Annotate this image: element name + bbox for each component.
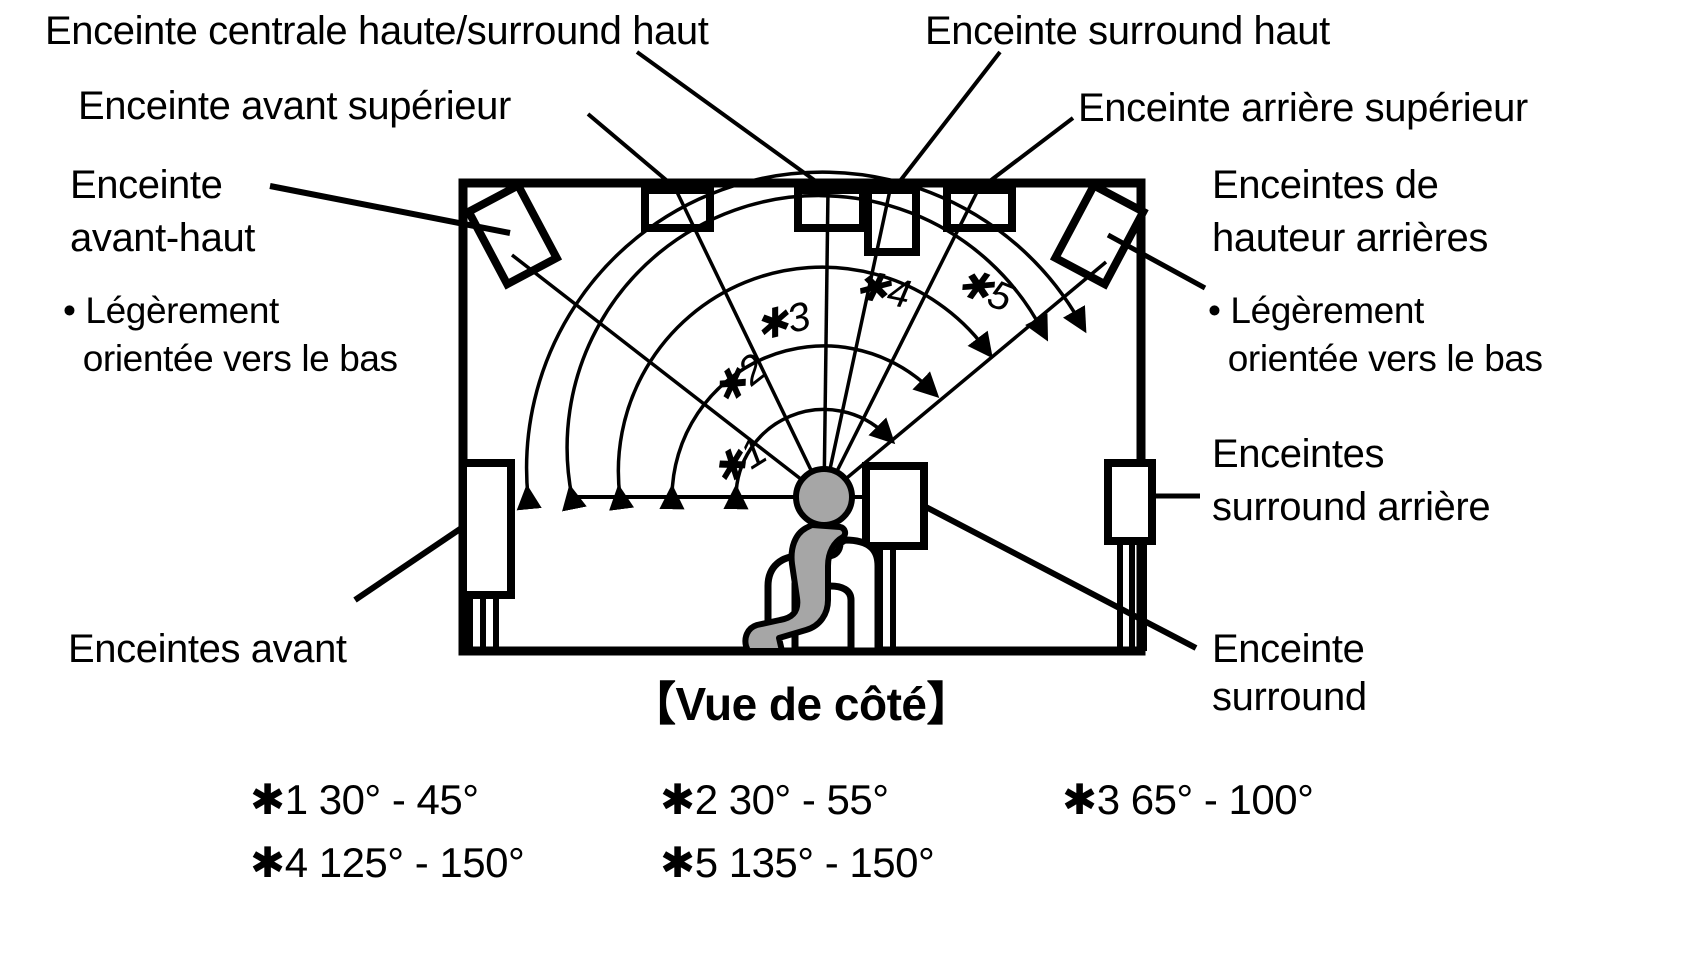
arc-marker-5 [516, 170, 1087, 511]
label-front-height-note-line1: • Légèrement [63, 290, 279, 331]
legend-item-2: ✱2 30° - 55° [660, 776, 889, 823]
listener-body [742, 522, 849, 654]
leader-top-right [891, 50, 1002, 192]
view-caption: 【Vue de côté】 [630, 678, 972, 730]
legend-item-1: ✱1 30° - 45° [250, 776, 479, 823]
label-top-right: Enceinte surround haut [925, 9, 1330, 53]
label-front-height-line1: Enceinte [70, 163, 223, 207]
leader-rear-height [1106, 232, 1207, 291]
label-surround-back-line2: surround arrière [1212, 485, 1491, 529]
speaker-rear-height [1049, 180, 1149, 290]
label-front-height-note-line2: orientée vers le bas [63, 338, 398, 379]
leader-surround [922, 503, 1198, 651]
speaker-surround [862, 462, 928, 550]
label-surround-back-line1: Enceintes [1212, 432, 1385, 476]
speaker-front-left [459, 459, 515, 599]
leader-front-upper [586, 112, 680, 192]
legend-item-4: ✱4 125° - 150° [250, 839, 525, 886]
label-front-height-line2: avant-haut [70, 216, 256, 260]
leader-rear-upper [976, 116, 1075, 192]
label-rear-height-note-line2: orientée vers le bas [1208, 338, 1543, 379]
label-rear-height-line2: hauteur arrières [1212, 216, 1488, 260]
leader-top-center [635, 50, 830, 192]
listener-figure [742, 466, 882, 655]
leader-lines [269, 50, 1207, 651]
speaker-surround-back [1104, 459, 1156, 545]
label-surround-line1: Enceinte [1212, 627, 1365, 671]
speaker-surround-high [943, 186, 1016, 232]
label-top-center: Enceinte centrale haute/surround haut [45, 9, 709, 53]
legend-item-3: ✱3 65° - 100° [1062, 776, 1314, 823]
leader-front-height [269, 183, 511, 236]
listener-head [793, 466, 855, 528]
label-surround-line2: surround [1212, 675, 1367, 719]
legend-item-5: ✱5 135° - 150° [660, 839, 935, 886]
label-rear-height-line1: Enceintes de [1212, 163, 1439, 207]
label-rear-height-note-line1: • Légèrement [1208, 290, 1424, 331]
angle-arcs [516, 170, 1087, 512]
label-front-upper: Enceinte avant supérieur [78, 84, 511, 128]
label-rear-upper: Enceinte arrière supérieur [1078, 86, 1528, 130]
leader-front-speakers [353, 524, 465, 603]
label-front-speakers: Enceintes avant [68, 627, 347, 671]
speaker-center-high [864, 186, 920, 256]
angled-height-speakers [463, 180, 1149, 290]
